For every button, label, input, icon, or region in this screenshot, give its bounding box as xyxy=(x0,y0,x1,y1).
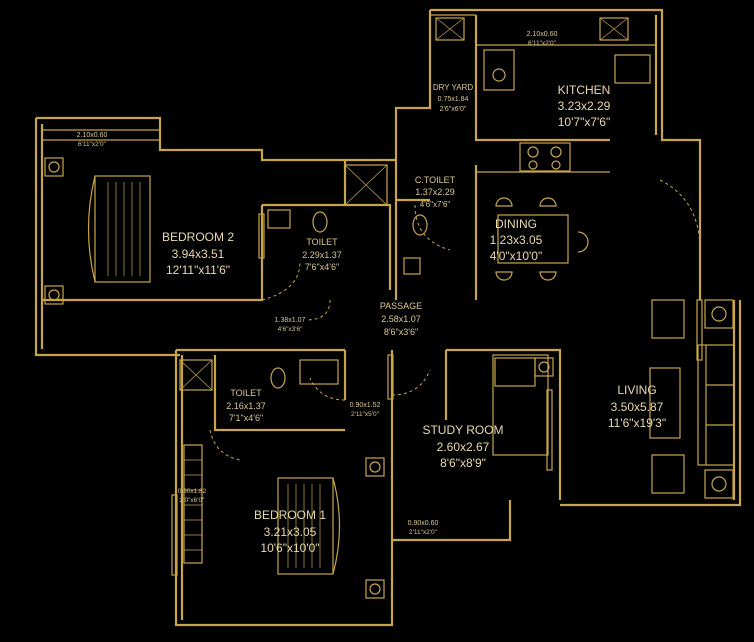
passage-imperial: 8'6"x3'6" xyxy=(384,327,418,337)
room-labels: KITCHEN 3.23x2.29 10'7"x7'6" DINING 1.23… xyxy=(162,83,666,555)
dining-metric: 1.23x3.05 xyxy=(490,233,543,247)
armchair-icon xyxy=(651,299,685,339)
passage-side-metric: 1.38x1.07 xyxy=(275,317,306,324)
passage-side-imperial: 4'6"x3'6" xyxy=(278,326,303,333)
kitchen-window-imperial: 6'11"x2'0" xyxy=(528,40,557,47)
study-bottom-imperial: 2'11"x2'0" xyxy=(409,529,438,536)
dry-yard-name: DRY YARD xyxy=(433,83,474,92)
toilet-bottom-name: TOILET xyxy=(230,388,262,398)
c-toilet-metric: 1.37x2.29 xyxy=(415,187,455,197)
walls xyxy=(34,8,742,627)
study-bed-icon xyxy=(492,354,549,456)
passage-name: PASSAGE xyxy=(380,301,422,311)
toilet-bottom-imperial: 7'1"x4'6" xyxy=(229,413,263,423)
study-bottom-metric: 0.90x0.60 xyxy=(408,520,439,527)
bed1-icon xyxy=(183,444,385,599)
bed2-window-metric: 2.10x0.60 xyxy=(77,132,108,139)
top-toilet-fixtures xyxy=(267,164,388,233)
toilet-seat-icon xyxy=(412,214,428,236)
toilet-top-metric: 2.29x1.37 xyxy=(302,250,342,260)
sofa-icon xyxy=(697,344,735,466)
toilet-bottom-metric: 2.16x1.37 xyxy=(226,401,266,411)
bedroom2-imperial: 12'11"x11'6" xyxy=(166,263,230,277)
kitchen-metric: 3.23x2.29 xyxy=(558,99,611,113)
study-imperial: 8'6"x8'9" xyxy=(440,456,486,470)
doors xyxy=(171,213,703,576)
bedroom2-name: BEDROOM 2 xyxy=(162,230,234,244)
dining-imperial: 4'0"x10'0" xyxy=(490,249,542,263)
sink-icon xyxy=(483,49,515,91)
passage-mid-imperial: 2'11"x5'0" xyxy=(351,411,380,418)
living-furniture xyxy=(649,299,735,499)
passage-metric: 2.58x1.07 xyxy=(381,314,421,324)
toilet-seat-icon xyxy=(312,211,328,233)
toilet-top-name: TOILET xyxy=(306,237,338,247)
passage-mid-metric: 0.90x1.52 xyxy=(350,402,381,409)
wardrobe-icon xyxy=(183,444,203,564)
dining-name: DINING xyxy=(495,217,537,231)
toilet-top-imperial: 7'6"x4'6" xyxy=(305,262,339,272)
bottom-toilet-fixtures xyxy=(179,359,339,391)
bed1-side-imperial: 2'0"x6'0" xyxy=(180,497,205,504)
c-toilet-imperial: 4'6"x7'6" xyxy=(420,200,451,209)
c-toilet-name: C.TOILET xyxy=(415,175,456,185)
dining-table-icon xyxy=(495,197,589,281)
kitchen-fixtures xyxy=(435,17,651,173)
bedroom1-metric: 3.21x3.05 xyxy=(264,525,317,539)
annotations: 2.10x0.60 6'11"x2'0" 2.10x0.60 6'11"x2'0… xyxy=(77,31,558,536)
fridge-icon xyxy=(614,54,651,84)
bed2-icon xyxy=(44,157,151,305)
study-metric: 2.60x2.67 xyxy=(437,440,490,454)
armchair-icon-2 xyxy=(651,454,685,494)
bed1-side-metric: 0.60x1.82 xyxy=(178,488,207,495)
stove-icon xyxy=(519,142,571,172)
bedroom2-metric: 3.94x3.51 xyxy=(172,247,225,261)
kitchen-imperial: 10'7"x7'6" xyxy=(558,115,610,129)
bedroom1-imperial: 10'6"x10'0" xyxy=(260,541,319,555)
living-imperial: 11'6"x19'3" xyxy=(608,416,666,430)
kitchen-window-metric: 2.10x0.60 xyxy=(527,31,558,38)
study-name: STUDY ROOM xyxy=(422,423,503,437)
toilet-seat-icon xyxy=(270,367,286,389)
coffee-table-icon xyxy=(649,367,681,439)
living-name: LIVING xyxy=(617,383,656,397)
dry-yard-metric: 0.75x1.84 xyxy=(438,96,469,103)
dry-yard-imperial: 2'6"x6'0" xyxy=(440,106,467,113)
bedroom1-name: BEDROOM 1 xyxy=(254,508,326,522)
study-furniture xyxy=(492,354,554,456)
kitchen-name: KITCHEN xyxy=(558,83,611,97)
living-metric: 3.50x5.87 xyxy=(611,400,664,414)
c-toilet-fixtures xyxy=(403,214,428,275)
bed2-window-imperial: 6'11"x2'0" xyxy=(78,141,107,148)
